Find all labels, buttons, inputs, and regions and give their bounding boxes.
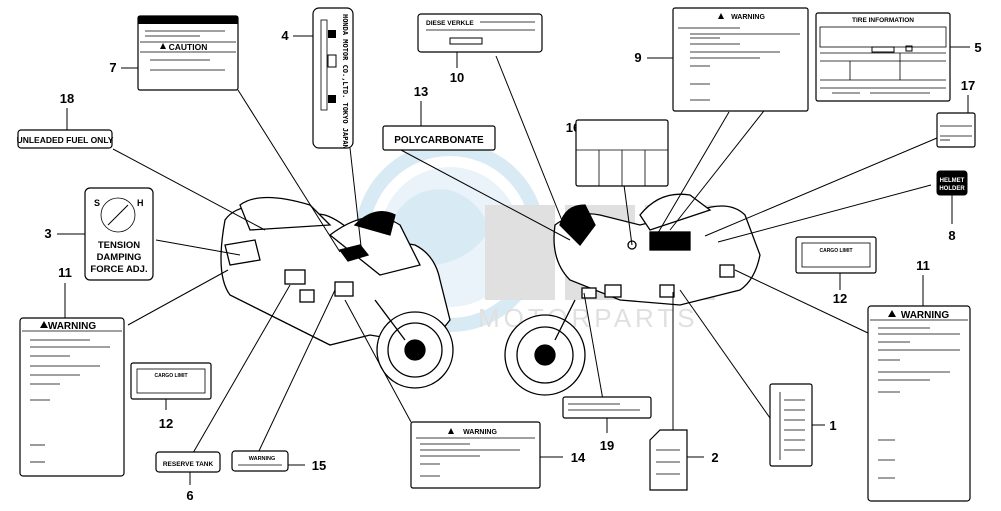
callout-14: 14 bbox=[571, 450, 586, 465]
callout-11-right: 11 bbox=[916, 258, 930, 273]
label-diese-verkle: DIESE VERKLE 10 bbox=[417, 13, 543, 85]
diese-text: DIESE VERKLE bbox=[426, 20, 474, 27]
warning-9-title: WARNING bbox=[731, 14, 765, 21]
callout-12-left: 12 bbox=[159, 416, 173, 431]
label-cargo-limit-left: CARGO LIMIT 12 bbox=[130, 362, 212, 431]
label-tire-information: TIRE INFORMATION 5 bbox=[815, 12, 982, 102]
caution-title: CAUTION bbox=[169, 42, 208, 52]
callout-17: 17 bbox=[961, 78, 975, 93]
label-warning-left: 11 WARNING bbox=[19, 265, 125, 477]
callout-5: 5 bbox=[974, 40, 981, 55]
label-reserve-tank: RESERVE TANK 6 bbox=[155, 451, 221, 503]
callout-7: 7 bbox=[109, 60, 116, 75]
label-warning-14: WARNING 14 bbox=[410, 421, 586, 489]
label-warning-9: 9 WARNING bbox=[634, 7, 809, 112]
warning-14-title: WARNING bbox=[463, 429, 497, 436]
cargo-left-text: CARGO LIMIT bbox=[154, 373, 187, 379]
warning-right-title: WARNING bbox=[901, 310, 950, 321]
label-tension-damping: 3 S H TENSION DAMPING FORCE ADJ. bbox=[44, 187, 154, 281]
callout-1: 1 bbox=[829, 418, 836, 433]
reserve-tank-text: RESERVE TANK bbox=[163, 461, 214, 468]
label-polycarbonate: 13 POLYCARBONATE bbox=[382, 84, 496, 151]
label-19: 19 bbox=[562, 396, 652, 453]
motorcycle-right bbox=[504, 193, 761, 396]
callout-9: 9 bbox=[634, 50, 641, 65]
label-17: 17 bbox=[936, 78, 976, 148]
callout-18: 18 bbox=[60, 91, 74, 106]
label-warning-right: 11 WARNING bbox=[867, 258, 971, 502]
tension-line2: DAMPING bbox=[97, 252, 142, 263]
callout-13: 13 bbox=[414, 84, 428, 99]
label-2: 2 bbox=[649, 429, 719, 491]
label-cargo-limit-right: CARGO LIMIT 12 bbox=[795, 236, 877, 306]
callout-19: 19 bbox=[600, 438, 614, 453]
unleaded-text: UNLEADED FUEL ONLY bbox=[17, 135, 114, 145]
callout-10: 10 bbox=[450, 70, 464, 85]
callout-6: 6 bbox=[186, 488, 193, 503]
helmet-line2: HOLDER bbox=[939, 186, 965, 192]
callout-3: 3 bbox=[44, 226, 51, 241]
tire-info-title: TIRE INFORMATION bbox=[852, 17, 914, 24]
callout-8: 8 bbox=[948, 228, 955, 243]
helmet-line1: HELMET bbox=[940, 178, 965, 184]
warning-15-title: WARNING bbox=[249, 456, 276, 462]
tension-line3: FORCE ADJ. bbox=[90, 264, 147, 275]
tension-line1: TENSION bbox=[98, 240, 140, 251]
leader-lines bbox=[112, 54, 938, 454]
polycarbonate-text: POLYCARBONATE bbox=[394, 135, 484, 146]
honda-text: HONDA MOTOR CO.,LTD. TOKYO JAPAN bbox=[341, 14, 349, 149]
label-honda-plate: 4 HONDA MOTOR CO.,LTD. TOKYO JAPAN bbox=[281, 7, 354, 149]
dial-s: S bbox=[94, 198, 100, 208]
motorcycle-left bbox=[220, 196, 454, 389]
callout-12-right: 12 bbox=[833, 291, 847, 306]
dial-h: H bbox=[137, 198, 144, 208]
cargo-right-text: CARGO LIMIT bbox=[819, 248, 852, 254]
label-caution: 7 CAUTION bbox=[109, 15, 239, 91]
callout-2: 2 bbox=[711, 450, 718, 465]
label-1: 1 bbox=[769, 383, 837, 467]
label-warning-15: WARNING 15 bbox=[231, 450, 326, 473]
callout-15: 15 bbox=[312, 458, 326, 473]
label-grid-16: 16 bbox=[566, 119, 669, 187]
label-unleaded-fuel: 18 UNLEADED FUEL ONLY bbox=[17, 91, 114, 149]
callout-11-left: 11 bbox=[58, 265, 72, 280]
label-helmet-holder: HELMET HOLDER 8 bbox=[936, 170, 968, 243]
warning-left-title: WARNING bbox=[48, 321, 97, 332]
callout-4: 4 bbox=[281, 28, 289, 43]
